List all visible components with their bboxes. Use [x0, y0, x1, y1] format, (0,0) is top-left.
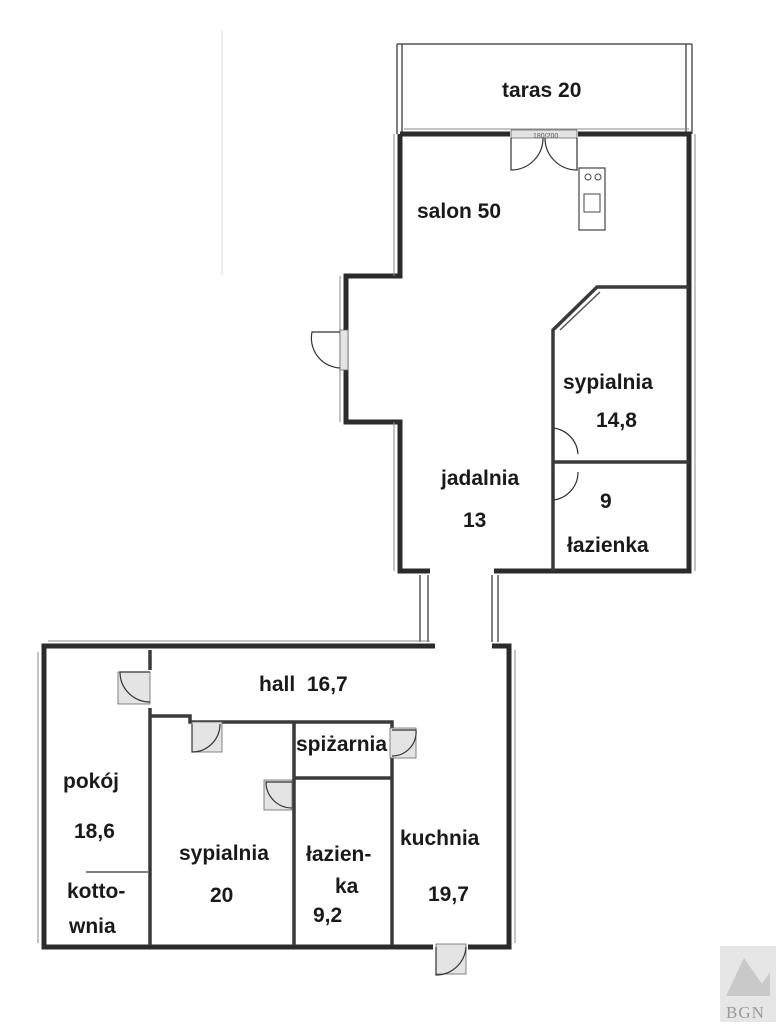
lower-internal-walls: [86, 650, 394, 945]
upper-outer-walls: [339, 128, 696, 574]
label-jadalnia-area: 13: [463, 509, 486, 532]
terrace: [396, 43, 693, 134]
spizarnia-door: [389, 727, 417, 759]
label-kuchnia-area: 19,7: [428, 883, 469, 906]
label-sypialnia-upper-area: 14,8: [596, 409, 637, 432]
label-sypialnia-lower-name: sypialnia: [179, 842, 269, 865]
label-sypialnia-lower-area: 20: [210, 884, 233, 907]
upper-bathroom-door: [552, 471, 579, 501]
label-jadalnia-name: jadalnia: [440, 467, 520, 490]
lower-outer-walls: [37, 640, 516, 950]
label-taras: taras 20: [502, 79, 581, 102]
label-kottownia-line1: kotto-: [67, 880, 125, 903]
house-mark-icon: [726, 958, 770, 996]
balcony-double-door: 180/200: [510, 129, 578, 171]
label-salon: salon 50: [417, 200, 501, 223]
svg-text:180/200: 180/200: [533, 133, 558, 140]
label-spizarnia: spiżarnia: [296, 733, 387, 756]
connector-walls: [419, 575, 499, 642]
label-kottownia-line2: wnia: [68, 915, 116, 938]
label-lazienka-lower-line2: ka: [335, 875, 359, 898]
logo-text: BGN: [726, 1003, 765, 1022]
label-kuchnia-name: kuchnia: [400, 827, 480, 850]
salon-kitchen-unit: [578, 167, 606, 231]
label-pokoj-name: pokój: [63, 770, 119, 793]
lower-bathroom-door: [263, 779, 293, 811]
label-hall: hall 16,7: [259, 673, 348, 696]
pokoj-door: [117, 671, 151, 705]
label-pokoj-area: 18,6: [74, 820, 115, 843]
label-sypialnia-upper-name: sypialnia: [563, 371, 653, 394]
upper-bedroom-door: [552, 427, 579, 455]
label-lazienka-upper-area: 9: [600, 490, 612, 513]
label-lazienka-upper-name: łazienka: [567, 534, 649, 557]
bgn-logo: BGN: [720, 946, 776, 1022]
label-lazienka-lower-line1: łazien-: [306, 843, 371, 866]
label-lazienka-lower-area: 9,2: [313, 904, 342, 927]
lower-bedroom-door: [191, 721, 223, 753]
side-entrance-door: [310, 329, 349, 371]
kitchen-entrance-door: [435, 943, 467, 976]
